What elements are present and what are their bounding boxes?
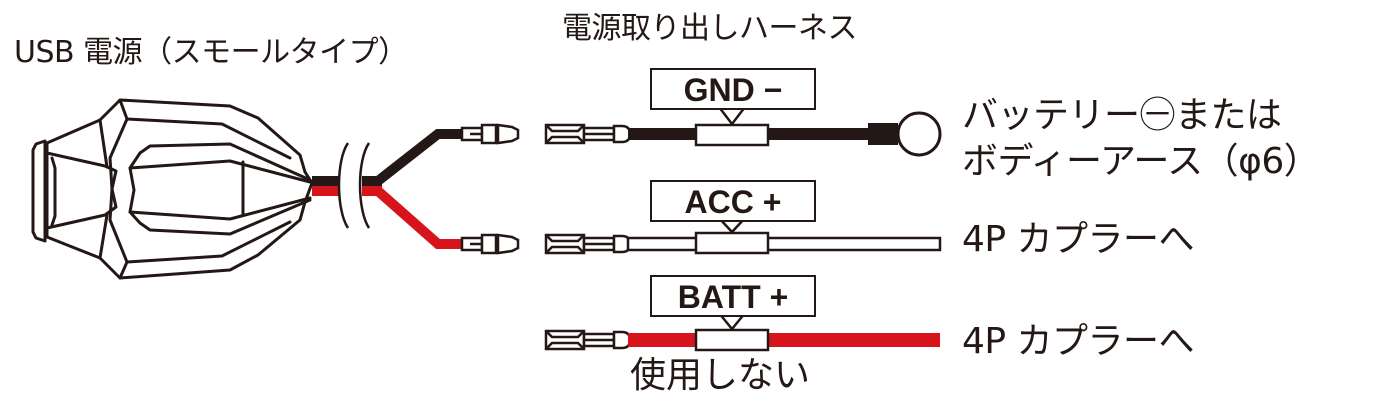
- gnd-destination-line1: バッテリー㊀または: [962, 95, 1282, 136]
- female-connector-gnd: [544, 123, 632, 145]
- acc-destination: 4P カプラーへ: [962, 219, 1195, 260]
- usb-power-unit: [31, 98, 314, 280]
- ring-terminal-icon: [896, 111, 942, 157]
- male-connector-black: [460, 123, 520, 145]
- gnd-destination-line2: ボディーアース（φ6）: [962, 141, 1320, 182]
- main-cable: [312, 129, 468, 249]
- harness-title: 電源取り出しハーネス: [562, 11, 858, 46]
- gnd-label: GND −: [650, 68, 816, 110]
- acc-label: ACC +: [650, 180, 816, 222]
- harness-wire-batt: [628, 333, 940, 347]
- batt-unused-note: 使用しない: [630, 355, 811, 396]
- female-connector-batt: [544, 329, 632, 351]
- batt-label: BATT +: [650, 275, 816, 317]
- harness-wire-gnd: [628, 111, 942, 157]
- female-connector-acc: [544, 233, 632, 255]
- batt-destination: 4P カプラーへ: [962, 321, 1195, 362]
- splice-sleeves: [694, 123, 770, 352]
- harness-wire-acc: [626, 236, 942, 252]
- male-connector-red: [460, 233, 520, 255]
- usb-power-title: USB 電源（スモールタイプ）: [14, 35, 408, 70]
